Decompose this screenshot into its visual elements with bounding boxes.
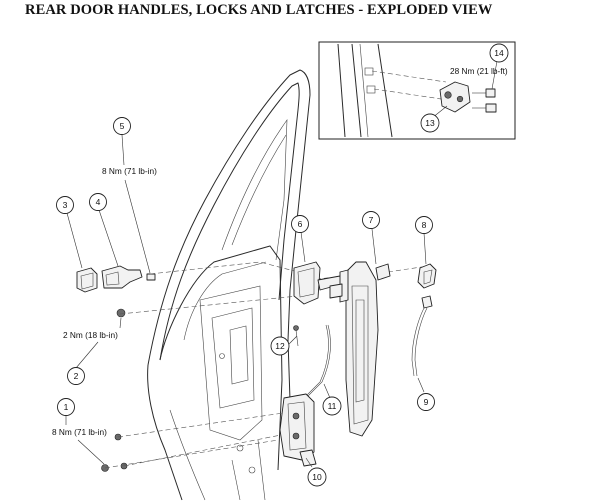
rear-door-outline — [147, 69, 311, 501]
torque-spec-2: 2 Nm (18 lb-in) — [63, 330, 118, 340]
svg-text:5: 5 — [120, 121, 125, 131]
svg-text:8: 8 — [422, 220, 427, 230]
callout-4: 4 — [89, 193, 107, 211]
svg-text:13: 13 — [425, 118, 435, 128]
callout-1: 1 — [57, 398, 75, 416]
release-cable — [411, 295, 433, 393]
latch-assembly — [329, 228, 391, 437]
svg-text:10: 10 — [312, 472, 322, 482]
page-title: REAR DOOR HANDLES, LOCKS AND LATCHES - E… — [25, 2, 493, 18]
callout-10: 10 — [307, 467, 327, 487]
torque-spec-1: 8 Nm (71 lb-in) — [52, 427, 107, 437]
callout-14: 14 — [489, 43, 509, 63]
svg-text:3: 3 — [63, 200, 68, 210]
svg-text:7: 7 — [369, 215, 374, 225]
lock-pin — [287, 325, 299, 347]
latch-screws — [65, 416, 128, 472]
svg-text:11: 11 — [328, 401, 337, 411]
svg-text:4: 4 — [96, 197, 101, 207]
callout-11: 11 — [322, 396, 342, 416]
exterior-handle — [98, 209, 143, 289]
door-striker — [439, 81, 471, 113]
callout-9: 9 — [417, 393, 435, 411]
svg-text:12: 12 — [275, 341, 285, 351]
callout-5: 5 — [113, 117, 131, 135]
torque-spec-14: 28 Nm (21 lb-ft) — [450, 66, 508, 76]
callout-3: 3 — [56, 196, 74, 214]
svg-text:14: 14 — [494, 48, 504, 58]
svg-text:9: 9 — [424, 397, 429, 407]
torque-spec-5: 8 Nm (71 lb-in) — [102, 166, 157, 176]
callout-6: 6 — [291, 215, 309, 233]
exterior-handle-bezel — [66, 212, 98, 293]
handle-screw — [121, 134, 156, 281]
callout-12: 12 — [270, 336, 290, 356]
lock-actuator — [417, 232, 437, 289]
handle-nut — [75, 308, 126, 369]
svg-text:1: 1 — [64, 402, 69, 412]
striker-detail-inset — [318, 41, 516, 140]
callout-8: 8 — [415, 216, 433, 234]
svg-text:2: 2 — [74, 371, 79, 381]
callout-2: 2 — [67, 367, 85, 385]
svg-text:6: 6 — [298, 219, 303, 229]
callout-13: 13 — [420, 113, 440, 133]
callout-7: 7 — [362, 211, 380, 229]
latch-rod — [305, 324, 331, 399]
door-latch — [279, 393, 317, 468]
interior-handle — [293, 231, 343, 305]
